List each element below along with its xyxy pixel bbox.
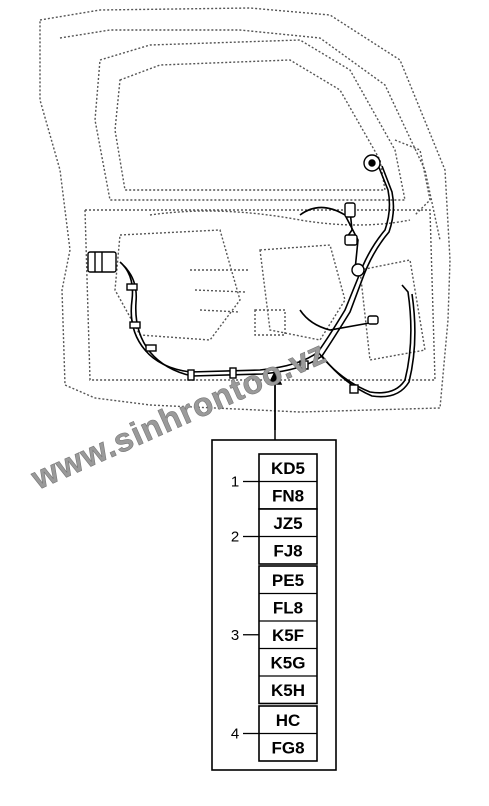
- door-outline: [39, 7, 451, 413]
- option-code: PE5: [272, 571, 304, 590]
- callout-arrow: [267, 370, 283, 440]
- code-group-4: HC FG8 4: [231, 705, 318, 762]
- option-code: HC: [276, 711, 301, 730]
- group-number: 2: [231, 529, 239, 546]
- option-code: JZ5: [273, 514, 302, 533]
- option-code: FN8: [272, 486, 304, 505]
- harness-connectors: [87, 154, 381, 394]
- option-code: FG8: [271, 738, 304, 757]
- option-code: FJ8: [273, 541, 302, 560]
- group-number: 1: [231, 474, 239, 491]
- option-code: K5G: [271, 653, 306, 672]
- option-code: KD5: [271, 459, 305, 478]
- option-code: FL8: [273, 598, 303, 617]
- group-number: 3: [231, 627, 239, 644]
- option-code: K5F: [272, 626, 304, 645]
- option-code: K5H: [271, 681, 305, 700]
- group-number: 4: [231, 726, 239, 743]
- middle-grommet: [351, 263, 365, 277]
